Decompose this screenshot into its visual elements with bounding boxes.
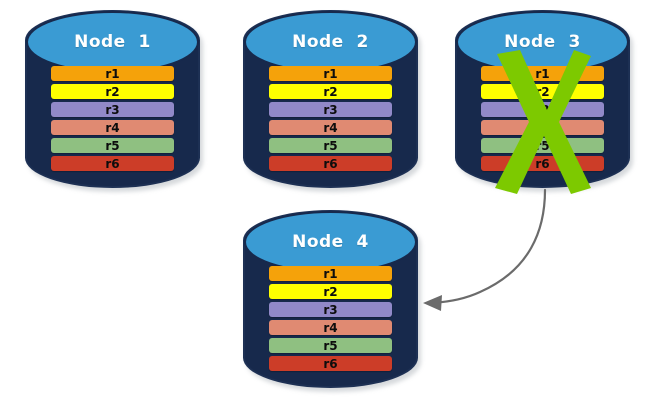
row-label: r4 <box>535 120 550 135</box>
row-r6[interactable]: r6 <box>269 156 392 171</box>
row-label: r5 <box>535 138 550 153</box>
node-2[interactable]: Node 2 r1 r2 r3 r4 r5 r6 <box>243 10 421 192</box>
row-r5[interactable]: r5 <box>269 338 392 353</box>
row-r1[interactable]: r1 <box>269 266 392 281</box>
row-r5[interactable]: r5 <box>269 138 392 153</box>
node-top-face: Node 4 <box>244 211 417 273</box>
row-label: r4 <box>105 120 120 135</box>
node-title: Node 4 <box>292 232 369 252</box>
row-label: r1 <box>535 66 550 81</box>
row-r3[interactable]: r3 <box>269 302 392 317</box>
node-title: Node 2 <box>292 32 369 52</box>
node-top-face: Node 3 <box>456 11 629 73</box>
row-label: r2 <box>323 84 338 99</box>
row-r4[interactable]: r4 <box>269 120 392 135</box>
row-label: r6 <box>105 156 120 171</box>
node-3[interactable]: Node 3 r1 r2 r3 r4 r5 r6 <box>455 10 633 194</box>
row-label: r6 <box>535 156 550 171</box>
row-r3[interactable]: r3 <box>269 102 392 117</box>
row-label: r6 <box>323 356 338 371</box>
row-r1[interactable]: r1 <box>481 66 604 81</box>
node-title: Node 3 <box>504 32 581 52</box>
row-stack: r1 r2 r3 r4 r5 r6 <box>269 66 392 174</box>
row-label: r1 <box>105 66 120 81</box>
row-label: r3 <box>105 102 120 117</box>
row-r3[interactable]: r3 <box>481 102 604 117</box>
row-r4[interactable]: r4 <box>51 120 174 135</box>
row-label: r5 <box>105 138 120 153</box>
row-label: r1 <box>323 266 338 281</box>
row-label: r3 <box>535 102 550 117</box>
row-r2[interactable]: r2 <box>269 84 392 99</box>
row-r1[interactable]: r1 <box>269 66 392 81</box>
row-label: r2 <box>535 84 550 99</box>
node-top-face: Node 1 <box>26 11 199 73</box>
row-stack: r1 r2 r3 r4 r5 r6 <box>269 266 392 374</box>
row-label: r4 <box>323 320 338 335</box>
row-label: r2 <box>323 284 338 299</box>
row-stack: r1 r2 r3 r4 r5 r6 <box>51 66 174 174</box>
node-1[interactable]: Node 1 r1 r2 r3 r4 r5 r6 <box>25 10 203 192</box>
row-label: r3 <box>323 102 338 117</box>
row-r6[interactable]: r6 <box>481 156 604 171</box>
row-r3[interactable]: r3 <box>51 102 174 117</box>
row-label: r1 <box>323 66 338 81</box>
row-r5[interactable]: r5 <box>481 138 604 153</box>
row-r1[interactable]: r1 <box>51 66 174 81</box>
row-r2[interactable]: r2 <box>269 284 392 299</box>
node-4[interactable]: Node 4 r1 r2 r3 r4 r5 r6 <box>243 210 421 392</box>
row-label: r6 <box>323 156 338 171</box>
row-r6[interactable]: r6 <box>51 156 174 171</box>
row-label: r3 <box>323 302 338 317</box>
row-r6[interactable]: r6 <box>269 356 392 371</box>
row-r2[interactable]: r2 <box>51 84 174 99</box>
node-title: Node 1 <box>74 32 151 52</box>
row-label: r2 <box>105 84 120 99</box>
row-label: r5 <box>323 138 338 153</box>
row-r4[interactable]: r4 <box>269 320 392 335</box>
row-r4[interactable]: r4 <box>481 120 604 135</box>
row-r2[interactable]: r2 <box>481 84 604 99</box>
row-stack: r1 r2 r3 r4 r5 r6 <box>481 66 604 174</box>
row-label: r4 <box>323 120 338 135</box>
row-label: r5 <box>323 338 338 353</box>
node-top-face: Node 2 <box>244 11 417 73</box>
row-r5[interactable]: r5 <box>51 138 174 153</box>
